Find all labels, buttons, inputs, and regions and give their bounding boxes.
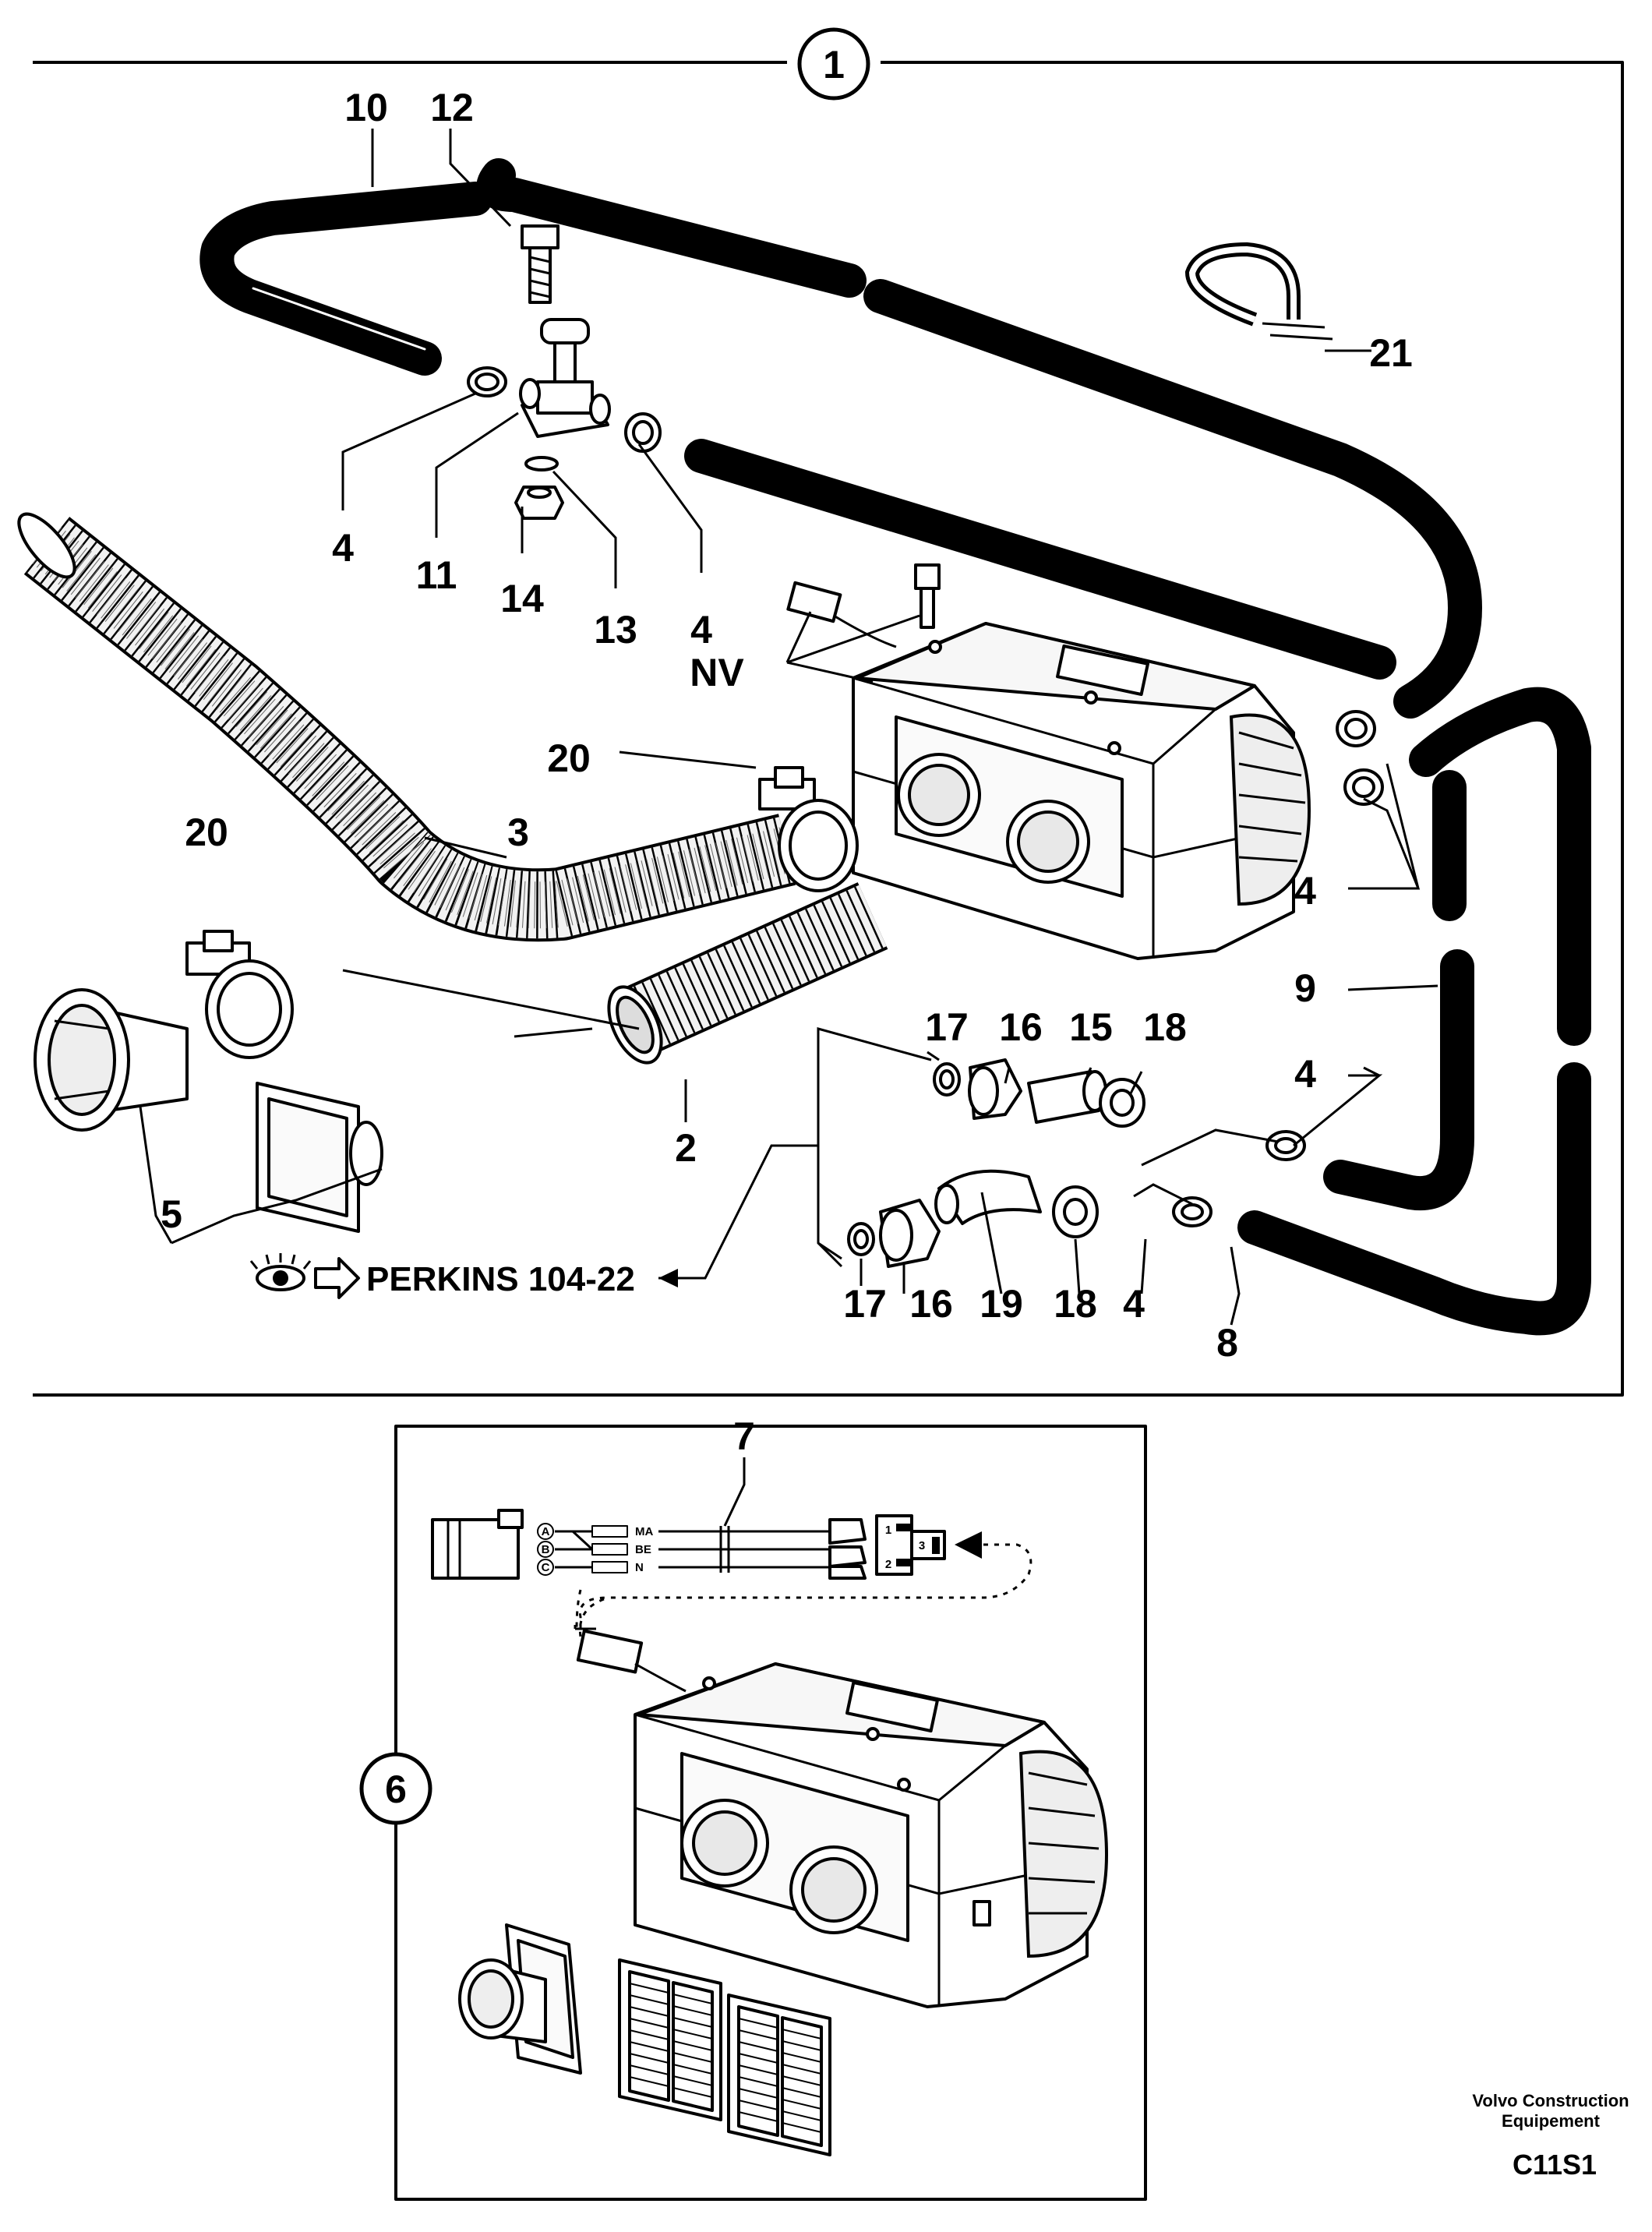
reference-note: PERKINS 104-22 — [249, 1253, 635, 1299]
elbow-19 — [934, 1169, 1042, 1225]
drain-tap-11 — [519, 318, 611, 438]
callout-15: 15 — [1069, 1005, 1113, 1049]
callout-13: 13 — [594, 608, 637, 652]
callout-7: 7 — [733, 1414, 755, 1458]
pin-b: B — [542, 1543, 550, 1556]
callout-14: 14 — [500, 577, 544, 620]
union-16-top — [968, 1058, 1022, 1120]
callout-4-lower-right: 4 — [1294, 1052, 1316, 1096]
vent-grille-left — [618, 1958, 722, 2121]
callout-4-bottom: 4 — [1123, 1282, 1145, 1326]
hose-9 — [1323, 770, 1474, 1211]
callout-nv: NV — [690, 651, 744, 694]
vent-nozzle-5 — [34, 988, 189, 1132]
bolt-top — [914, 563, 941, 629]
pipe-15 — [1027, 1070, 1107, 1124]
heater-unit — [852, 622, 1311, 960]
callout-17-top: 17 — [925, 1005, 969, 1049]
leader-arrowhead — [658, 1269, 678, 1287]
callout-17-bottom: 17 — [843, 1282, 887, 1326]
callout-19: 19 — [980, 1282, 1023, 1326]
nut-14 — [514, 486, 564, 520]
callout-4-right: 4 — [1294, 869, 1316, 913]
callout-21: 21 — [1369, 331, 1413, 375]
flex-duct-3 — [17, 512, 796, 942]
callout-20-right: 20 — [547, 736, 591, 780]
callout-2: 2 — [675, 1126, 697, 1170]
clamp-20-left — [185, 930, 294, 1059]
union-16-bottom — [879, 1199, 941, 1268]
clamp-4-right-upper — [1336, 710, 1376, 747]
reference-text: PERKINS 104-22 — [366, 1260, 635, 1298]
callout-1: 1 — [823, 43, 845, 87]
connector-pin-2: 2 — [885, 1558, 891, 1571]
callout-10: 10 — [344, 86, 388, 129]
clamp-4-lower-2 — [1172, 1196, 1213, 1227]
vent-flange-5 — [256, 1082, 383, 1233]
wire-color-be: BE — [635, 1543, 651, 1556]
callout-11: 11 — [416, 553, 457, 597]
p-clip-21 — [1184, 242, 1333, 341]
callout-circle-6 — [359, 1752, 432, 1825]
callout-4-left: 4 — [332, 526, 354, 570]
harness-plug-nv — [786, 581, 897, 648]
bolt-12 — [521, 224, 559, 304]
callout-16-bottom: 16 — [909, 1282, 953, 1326]
assembly-6-frame: 6 — [359, 1425, 1147, 2201]
pin-a: A — [542, 1525, 550, 1538]
callout-18-top: 18 — [1143, 1005, 1187, 1049]
callout-6: 6 — [385, 1768, 407, 1811]
hose-middle — [684, 439, 1396, 680]
nut-18-top — [1099, 1078, 1145, 1128]
clamp-20-right — [758, 766, 859, 892]
wiring-harness-7: A B C MA BE N 1 2 3 — [431, 1457, 1032, 1637]
callout-circle-1 — [797, 27, 870, 101]
hose-right-long — [1237, 687, 1591, 1336]
clamp-4-center — [624, 412, 662, 453]
clamp-4-right-lower — [1343, 768, 1384, 806]
hose-10 — [199, 182, 492, 376]
credit-line-1: Volvo Construction — [1472, 2091, 1629, 2110]
connector-pin-1: 1 — [885, 1524, 891, 1537]
flex-duct-2 — [607, 882, 888, 1065]
eye-icon — [249, 1253, 312, 1291]
washer-13 — [524, 456, 559, 471]
callout-20-left: 20 — [185, 811, 228, 854]
vent-grille-right — [727, 1994, 831, 2156]
heater-unit-assembly-6 — [576, 1629, 1109, 2008]
callout-3: 3 — [507, 811, 529, 854]
washer-17-bottom — [847, 1222, 875, 1256]
drawing-code: C11S1 — [1513, 2149, 1597, 2181]
callout-8: 8 — [1216, 1321, 1238, 1365]
wire-color-n: N — [635, 1561, 644, 1574]
leader-lines — [139, 129, 1438, 1326]
callout-9: 9 — [1294, 966, 1316, 1010]
nut-18-bottom — [1052, 1185, 1099, 1238]
arrow-right-icon — [314, 1257, 360, 1299]
wire-color-ma: MA — [635, 1525, 653, 1538]
callout-5: 5 — [161, 1192, 182, 1236]
credit-line-2: Equipement — [1502, 2111, 1601, 2131]
callout-16-top: 16 — [999, 1005, 1043, 1049]
callout-4-center: 4 — [690, 608, 712, 652]
callout-12: 12 — [430, 86, 474, 129]
clamp-4-left — [467, 366, 507, 397]
clamp-4-lower-1 — [1265, 1130, 1306, 1161]
pin-c: C — [542, 1561, 550, 1574]
assembly-1-frame: 1 — [33, 27, 1624, 1397]
washer-17-top — [933, 1062, 961, 1097]
vent-nozzle-bottom — [458, 1923, 582, 2075]
callout-18-bottom: 18 — [1054, 1282, 1097, 1326]
hose-upper-return — [476, 158, 1482, 719]
connector-pin-3: 3 — [919, 1539, 925, 1552]
